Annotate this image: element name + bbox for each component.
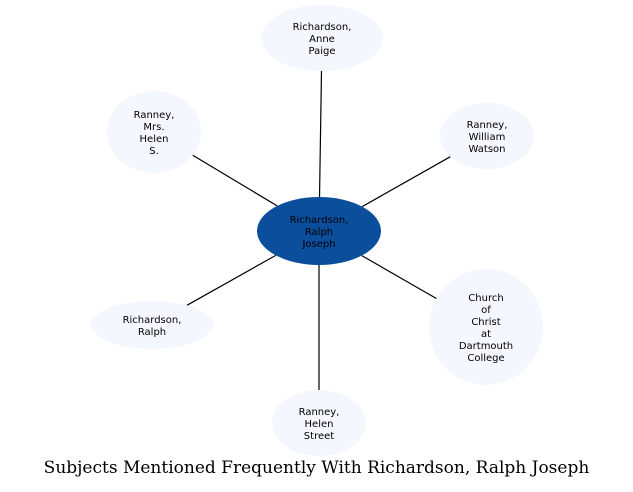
node-label-line: Ralph [138, 327, 166, 338]
node-label-line: Richardson, [123, 315, 182, 326]
node-label-line: Mrs. [143, 122, 164, 133]
node-label-line: Ranney, [299, 407, 340, 418]
node-ellipse [440, 103, 534, 169]
node-ellipse [257, 197, 381, 265]
node-label-line: Paige [309, 46, 336, 57]
node-label-line: of [481, 305, 491, 316]
node-label-line: Helen [305, 419, 334, 430]
node-label-line: Richardson, [290, 215, 349, 226]
node-label-line: at [481, 329, 491, 340]
node-label-line: Church [468, 293, 503, 304]
edge-ranney-william-watson [361, 156, 451, 208]
edges-group [186, 70, 451, 390]
node-label-line: Christ [471, 317, 500, 328]
node-ellipse [261, 5, 383, 71]
node-ellipse [107, 91, 201, 173]
node-label-line: Watson [469, 144, 506, 155]
node-ellipse [272, 390, 366, 456]
node-label-line: Dartmouth [459, 341, 513, 352]
node-ellipse [91, 301, 213, 349]
node-label-line: Richardson, [293, 22, 352, 33]
edge-richardson-anne-paige [318, 70, 323, 198]
node-label-line: College [467, 353, 504, 364]
node-label-line: William [469, 132, 506, 143]
node-label-line: Joseph [301, 239, 335, 250]
node-label-line: Ralph [305, 227, 333, 238]
edge-richardson-ralph [186, 254, 277, 306]
node-label-line: S. [149, 146, 159, 157]
node-ellipse [429, 269, 543, 385]
node-label-line: Anne [309, 34, 335, 45]
edge-ranney-mrs-helen-s [192, 154, 278, 207]
node-label-line: Street [304, 431, 334, 442]
node-label-line: Ranney, [134, 110, 175, 121]
node-label-line: Ranney, [467, 120, 508, 131]
node-label: Richardson,Ralph [123, 315, 182, 338]
node-label-line: Helen [140, 134, 169, 145]
edge-church-of-christ-dartmouth [361, 255, 437, 299]
diagram-caption: Subjects Mentioned Frequently With Richa… [43, 458, 590, 478]
node-richardson-ralph: Richardson,Ralph [91, 301, 213, 349]
